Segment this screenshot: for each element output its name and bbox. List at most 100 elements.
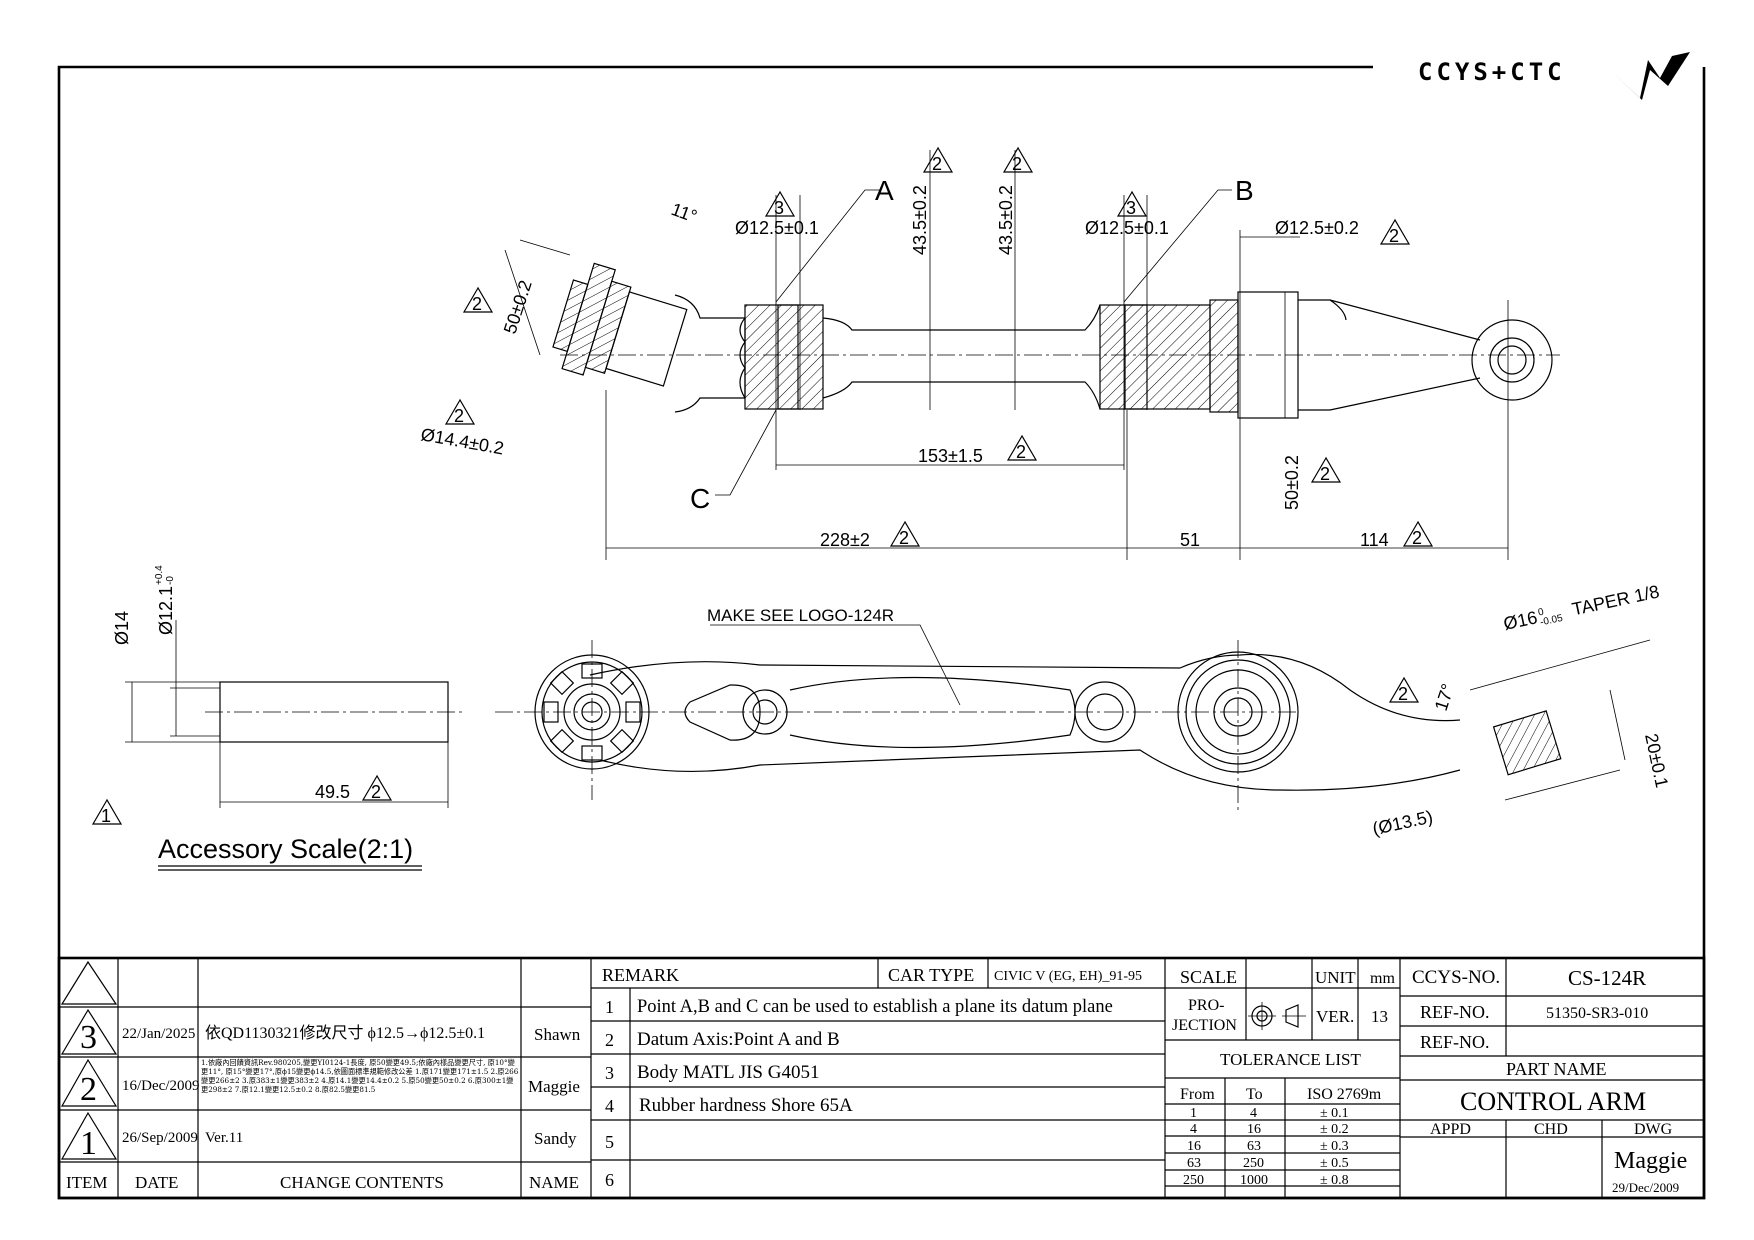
rev-name-3: Shawn [534, 1025, 581, 1044]
dim-len-51: 51 [1180, 530, 1200, 550]
dwg-date: 29/Dec/2009 [1612, 1180, 1679, 1195]
remark-1: Point A,B and C can be used to establish… [637, 997, 1113, 1017]
svg-text:NAME: NAME [529, 1173, 579, 1192]
projection-icon [1248, 1002, 1306, 1030]
make-note: MAKE SEE LOGO-124R [707, 606, 894, 625]
rev-contents-1: Ver.11 [205, 1130, 243, 1146]
svg-text:PART NAME: PART NAME [1506, 1059, 1606, 1079]
stud-dia: (Ø13.5) [1371, 807, 1435, 839]
part-name: CONTROL ARM [1460, 1087, 1646, 1116]
rev-mark: 2 [1006, 434, 1038, 462]
rev-name-1: Sandy [534, 1129, 577, 1148]
dim-right-height: 50±0.2 [1282, 455, 1302, 510]
dim-span-153: 153±1.5 [918, 446, 983, 466]
svg-text:1: 1 [80, 1125, 97, 1162]
rev-mark: 2 [1379, 218, 1411, 246]
rev-mark: 2 [361, 774, 393, 802]
svg-text:UNIT: UNIT [1315, 968, 1356, 987]
svg-text:250: 250 [1183, 1173, 1204, 1188]
label-b: B [1235, 175, 1254, 206]
svg-text:DATE: DATE [135, 1173, 178, 1192]
svg-text:2: 2 [1398, 684, 1408, 704]
rev-mark: 2 [462, 286, 494, 314]
svg-text:CHD: CHD [1534, 1121, 1568, 1138]
svg-text:63: 63 [1187, 1156, 1201, 1171]
svg-text:SCALE: SCALE [1180, 967, 1237, 987]
stud-len: 20±0.1 [1641, 732, 1672, 790]
svg-text:+0.4: +0.4 [154, 565, 165, 585]
svg-text:-0: -0 [165, 576, 176, 585]
dim-ball-dia: Ø14.4±0.2 [419, 424, 505, 458]
rev-contents-3: 依QD1130321修改尺寸 ϕ12.5→ϕ12.5±0.1 [205, 1024, 485, 1042]
rev-mark: 1 [91, 798, 123, 826]
svg-text:6: 6 [605, 1170, 614, 1190]
dim-height-2: 43.5±0.2 [996, 185, 1016, 255]
bushing-b [1099, 304, 1211, 410]
svg-text:2: 2 [371, 782, 381, 802]
rev-mark: 2 [1310, 456, 1342, 484]
rev-mark: 3 [1116, 190, 1148, 218]
rev-date-2: 16/Dec/2009 [122, 1078, 199, 1094]
dim-angle: 11° [669, 199, 700, 227]
svg-text:2: 2 [1320, 464, 1330, 484]
svg-text:1: 1 [1190, 1106, 1197, 1121]
svg-text:TOLERANCE LIST: TOLERANCE LIST [1220, 1050, 1361, 1069]
svg-text:4: 4 [1190, 1122, 1197, 1137]
remark-2: Datum Axis:Point A and B [637, 1029, 840, 1050]
svg-text:± 0.5: ± 0.5 [1320, 1156, 1349, 1171]
svg-text:± 0.8: ± 0.8 [1320, 1173, 1349, 1188]
dwg-name: Maggie [1614, 1148, 1687, 1174]
ccys-no: CS-124R [1568, 966, 1646, 990]
svg-text:2: 2 [80, 1071, 97, 1108]
svg-text:ISO 2769m: ISO 2769m [1307, 1086, 1382, 1103]
dim-height-1: 43.5±0.2 [910, 185, 930, 255]
svg-text:REF-NO.: REF-NO. [1420, 1002, 1490, 1022]
svg-text:2: 2 [932, 154, 942, 174]
svg-text:CCYS-NO.: CCYS-NO. [1412, 967, 1500, 988]
svg-text:250: 250 [1243, 1156, 1264, 1171]
svg-text:-0.05: -0.05 [1539, 613, 1564, 629]
svg-text:± 0.3: ± 0.3 [1320, 1139, 1349, 1154]
rev-date-3: 22/Jan/2025 [122, 1026, 195, 1042]
remarks-table: REMARK CAR TYPE CIVIC V (EG, EH)_91-95 1… [591, 958, 1166, 1198]
acc-caption: Accessory Scale(2:1) [158, 834, 413, 864]
acc-inner-dia: Ø12.1 +0.4 -0 [154, 565, 176, 635]
label-c: C [690, 483, 710, 514]
svg-text:± 0.1: ± 0.1 [1320, 1106, 1349, 1121]
svg-text:1: 1 [101, 806, 111, 826]
svg-text:3: 3 [1126, 198, 1136, 218]
revision-table: 3 2 1 22/Jan/2025 16/Dec/2009 26/Sep/200… [59, 958, 592, 1198]
rev-date-1: 26/Sep/2009 [122, 1130, 198, 1146]
car-type: CIVIC V (EG, EH)_91-95 [994, 969, 1142, 984]
svg-text:REF-NO.: REF-NO. [1420, 1032, 1490, 1052]
rev-mark: 2 [889, 520, 921, 548]
svg-text:4: 4 [1250, 1106, 1257, 1121]
top-view: A B C Ø12.5±0.1 Ø12.5±0.1 Ø12.5±0.2 43.5… [419, 146, 1560, 560]
remark-4: Rubber hardness Shore 65A [639, 1095, 853, 1116]
bushing-a [744, 304, 824, 410]
svg-text:2: 2 [605, 1030, 614, 1050]
svg-text:0: 0 [1537, 607, 1545, 619]
dim-ball-height: 50±0.2 [500, 278, 536, 336]
svg-text:5: 5 [605, 1132, 614, 1152]
svg-text:3: 3 [774, 198, 784, 218]
rev-mark: 2 [1002, 146, 1034, 174]
rev-mark: 2 [922, 146, 954, 174]
label-a: A [875, 175, 894, 206]
svg-text:CAR TYPE: CAR TYPE [888, 965, 974, 985]
svg-text:Ø16: Ø16 [1502, 607, 1539, 634]
svg-text:TAPER 1/8: TAPER 1/8 [1570, 581, 1661, 619]
acc-length: 49.5 [315, 782, 350, 802]
dim-len-228: 228±2 [820, 530, 870, 550]
ref-no: 51350-SR3-010 [1546, 1005, 1648, 1022]
svg-text:DWG: DWG [1634, 1121, 1673, 1138]
svg-text:1000: 1000 [1240, 1173, 1268, 1188]
side-angle: 17° [1431, 681, 1458, 713]
title-info: CCYS-NO. CS-124R REF-NO. 51350-SR3-010 R… [1400, 958, 1704, 1198]
dim-bore-left: Ø12.5±0.1 [735, 218, 819, 238]
company-logo: CCYS+CTC [1418, 52, 1690, 100]
svg-text:13: 13 [1371, 1007, 1388, 1026]
svg-text:2: 2 [472, 294, 482, 314]
svg-text:APPD: APPD [1430, 1121, 1471, 1138]
